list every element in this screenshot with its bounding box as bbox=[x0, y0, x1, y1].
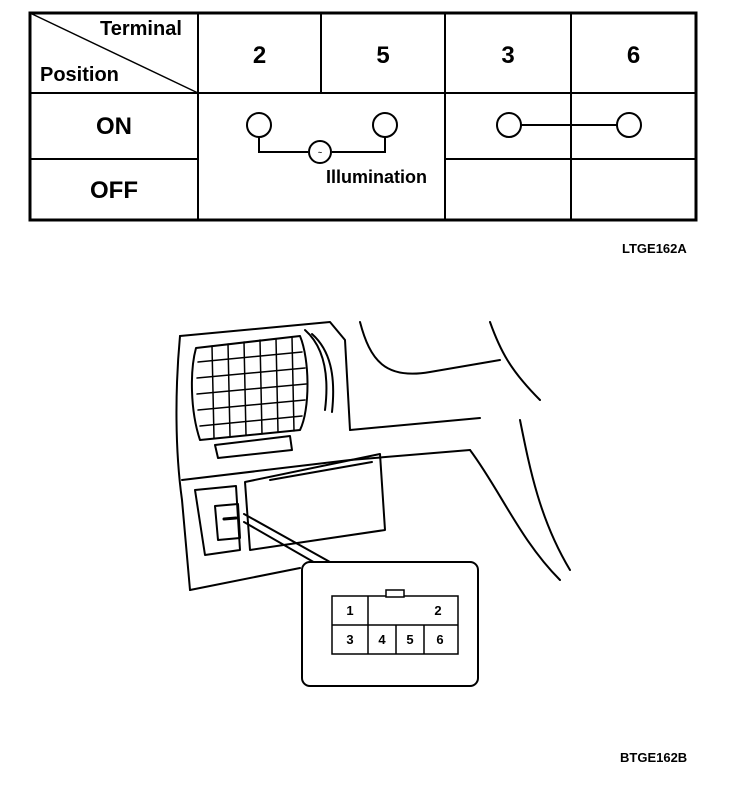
figure-code-bottom: BTGE162B bbox=[620, 750, 688, 765]
dash-upper-curve bbox=[359, 321, 501, 375]
air-vent bbox=[190, 335, 309, 441]
terminal-header-5: 5 bbox=[376, 42, 390, 69]
storage-panel bbox=[244, 453, 386, 551]
dash-panel-line bbox=[349, 417, 481, 431]
pin-4-label: 4 bbox=[378, 632, 386, 647]
vent-lower-slot bbox=[214, 435, 293, 459]
vent-side-knob bbox=[304, 329, 328, 411]
pin-2-label: 2 bbox=[434, 603, 441, 618]
illumination-label: Illumination bbox=[326, 167, 427, 187]
corner-terminal-label: Terminal bbox=[100, 18, 182, 40]
terminal-3-on-circle bbox=[496, 112, 522, 138]
pin-5-label: 5 bbox=[406, 632, 413, 647]
leader-line-2 bbox=[243, 521, 325, 569]
connection-line bbox=[332, 137, 386, 153]
vent-side-knob-2 bbox=[311, 333, 335, 413]
dash-top-edge bbox=[179, 321, 351, 431]
switch-lever bbox=[222, 516, 238, 521]
storage-panel-inner bbox=[269, 461, 373, 481]
dashboard-illustration: 1 2 3 4 5 6 bbox=[175, 321, 571, 687]
pin-6-label: 6 bbox=[436, 632, 443, 647]
dash-right-curve bbox=[489, 321, 541, 401]
illumination-lamp-icon bbox=[308, 140, 332, 164]
dash-column-curve bbox=[469, 449, 561, 581]
terminal-table: ~ bbox=[28, 11, 698, 222]
connection-line bbox=[258, 137, 308, 153]
terminal-header-2: 2 bbox=[252, 42, 267, 69]
air-vent-grille bbox=[196, 336, 307, 439]
connector-latch bbox=[385, 589, 405, 598]
terminal-5-on-circle bbox=[372, 112, 398, 138]
switch-bezel bbox=[194, 485, 241, 556]
illumination-switch-icon bbox=[214, 503, 241, 541]
terminal-2-on-circle bbox=[246, 112, 272, 138]
figure-code-top: LTGE162A bbox=[622, 241, 687, 256]
corner-position-label: Position bbox=[40, 64, 119, 86]
pin-1-label: 1 bbox=[346, 603, 353, 618]
table-border bbox=[28, 11, 698, 222]
dash-bottom-edge bbox=[189, 567, 301, 591]
position-on-label: ON bbox=[96, 113, 132, 140]
pin-3-label: 3 bbox=[346, 632, 353, 647]
terminal-6-on-circle bbox=[616, 112, 642, 138]
dash-left-edge bbox=[175, 335, 191, 591]
terminal-header-6: 6 bbox=[626, 42, 641, 69]
terminal-header-3: 3 bbox=[501, 42, 515, 69]
dash-column-curve-2 bbox=[519, 419, 571, 571]
position-off-label: OFF bbox=[90, 177, 138, 204]
lamp-symbol: ~ bbox=[318, 150, 322, 157]
corner-diagonal bbox=[29, 12, 199, 94]
